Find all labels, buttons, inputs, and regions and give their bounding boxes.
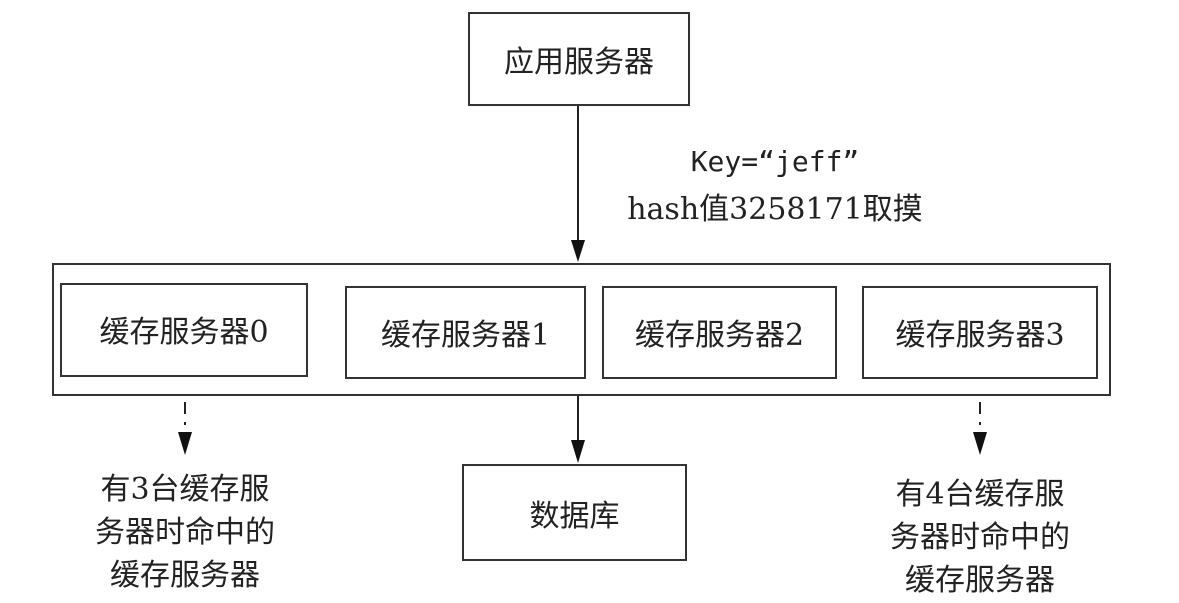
note-left: 有3台缓存服 务器时命中的 缓存服务器 <box>60 468 310 597</box>
note-left-line: 务器时命中的 <box>95 515 275 550</box>
hash-annotation: Key=“jeff” hash值3258171取摸 <box>600 138 950 234</box>
database-label: 数据库 <box>529 498 620 534</box>
key-label: Key=“jeff” <box>690 145 860 178</box>
app-server-box: 应用服务器 <box>468 12 690 106</box>
app-server-label: 应用服务器 <box>504 45 654 80</box>
cache-server-2-label: 缓存服务器2 <box>634 318 805 353</box>
cache-server-1: 缓存服务器1 <box>345 286 586 379</box>
note-right-line: 有4台缓存服 <box>895 477 1065 512</box>
database-box: 数据库 <box>462 464 687 561</box>
note-right: 有4台缓存服 务器时命中的 缓存服务器 <box>855 473 1105 602</box>
arrow-cache-to-db <box>571 395 585 463</box>
note-left-line: 有3台缓存服 <box>100 472 270 507</box>
arrow-app-to-cache <box>571 105 585 262</box>
cache-server-0: 缓存服务器0 <box>60 283 308 377</box>
cache-server-1-label: 缓存服务器1 <box>380 318 551 353</box>
cache-server-0-label: 缓存服务器0 <box>99 315 269 350</box>
note-right-line: 缓存服务器 <box>905 563 1055 598</box>
cache-server-3-label: 缓存服务器3 <box>895 318 1065 353</box>
cache-server-3: 缓存服务器3 <box>862 286 1098 379</box>
note-right-line: 务器时命中的 <box>890 520 1070 555</box>
hash-label: hash值3258171取摸 <box>627 192 923 227</box>
cache-server-2: 缓存服务器2 <box>602 286 837 379</box>
note-left-line: 缓存服务器 <box>110 558 260 593</box>
